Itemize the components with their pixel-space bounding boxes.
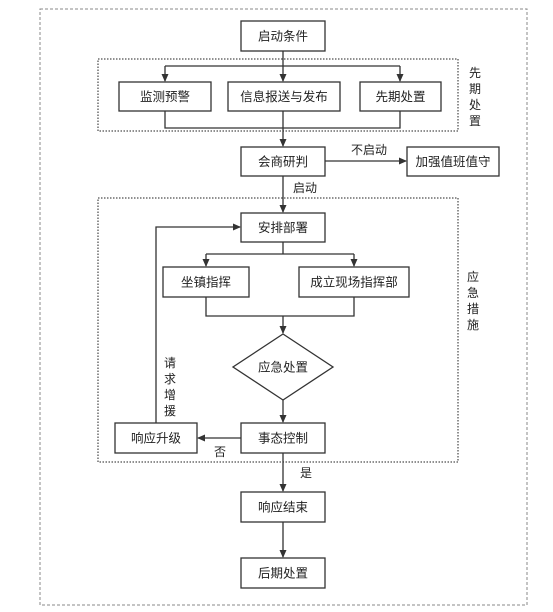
- node-consult: 会商研判: [258, 154, 308, 169]
- node-duty-box: [406, 146, 500, 177]
- node-aftermath-box: [240, 557, 326, 589]
- node-preliminary: 先期处置: [375, 89, 425, 104]
- edge-upgrade-to-deploy: [155, 223, 241, 423]
- node-control-box: [240, 422, 326, 454]
- node-emergency: 应急处置: [258, 360, 308, 375]
- node-control: 事态控制: [258, 431, 308, 446]
- group-emergency: [97, 197, 459, 463]
- node-command-box: [162, 266, 250, 298]
- node-field-hq-box: [298, 266, 410, 298]
- node-aftermath: 后期处置: [258, 566, 308, 581]
- node-command: 坐镇指挥: [181, 275, 231, 290]
- label-no: 否: [214, 445, 226, 459]
- node-report-box: [227, 81, 341, 112]
- node-start-box: [240, 20, 326, 52]
- label-yes: 是: [300, 466, 312, 480]
- group-emergency-label: 应急措施: [467, 269, 479, 332]
- outer-border: [39, 8, 528, 606]
- node-report: 信息报送与发布: [240, 89, 328, 104]
- node-end: 响应结束: [258, 500, 309, 515]
- group-preliminary-label: 先期处置: [469, 66, 481, 128]
- node-monitor: 监测预警: [140, 89, 190, 104]
- node-start: 启动条件: [258, 29, 308, 44]
- node-monitor-box: [118, 81, 212, 112]
- node-end-box: [240, 491, 326, 523]
- node-preliminary-box: [359, 81, 442, 112]
- group-preliminary: [97, 58, 459, 132]
- node-deploy-box: [240, 212, 326, 243]
- label-not-start: 不启动: [351, 143, 387, 157]
- node-field-hq: 成立现场指挥部: [310, 275, 398, 290]
- edge-merge-bar-2: [205, 297, 355, 317]
- node-duty: 加强值班值守: [415, 154, 490, 169]
- node-deploy: 安排部署: [258, 220, 308, 235]
- node-upgrade: 响应升级: [131, 431, 182, 446]
- label-start: 启动: [293, 181, 317, 195]
- label-request-support: 请求增援: [164, 356, 176, 418]
